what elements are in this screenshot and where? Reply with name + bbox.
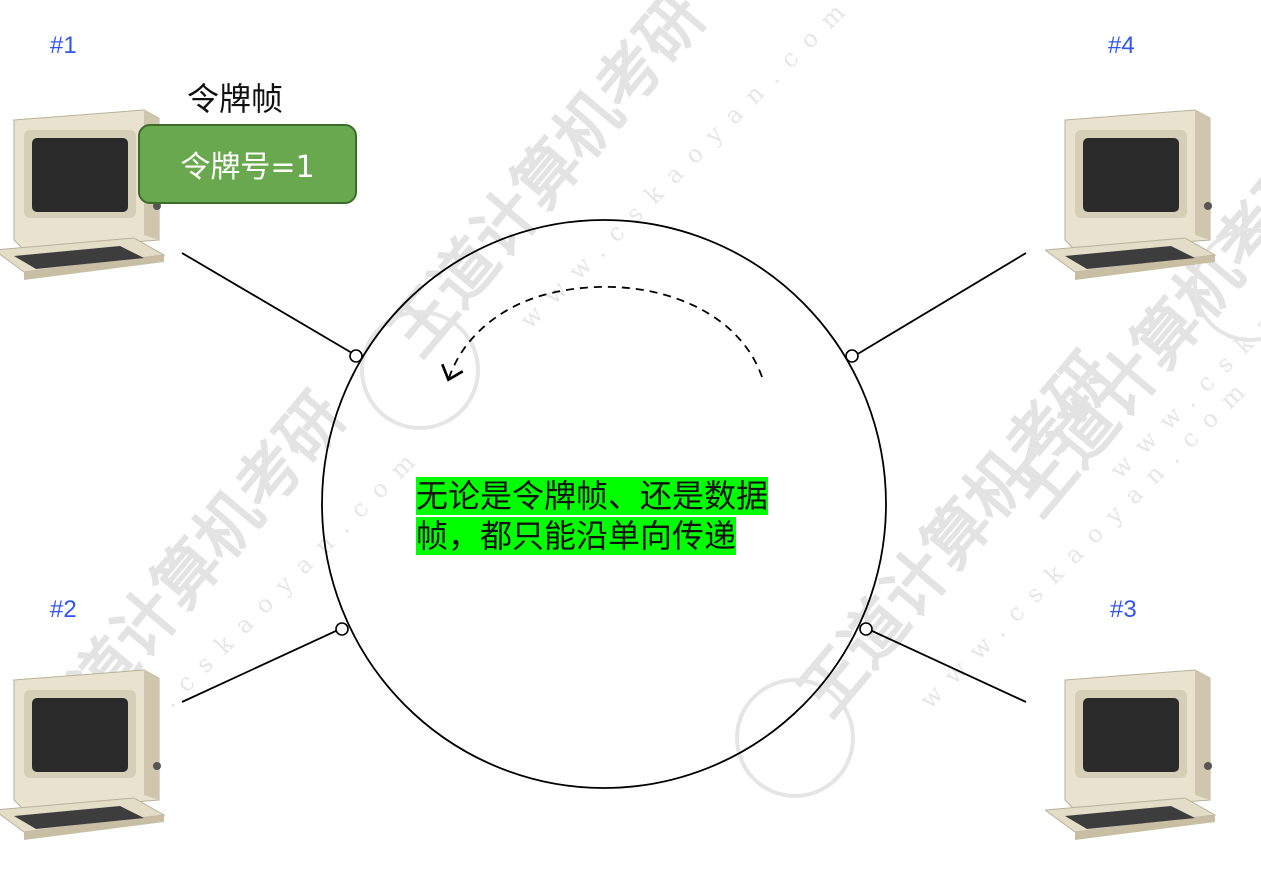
- direction-note-line-2: 帧，都只能沿单向传递: [416, 517, 737, 555]
- tap-station-2: [335, 622, 349, 636]
- watermark-seal-1: [360, 310, 480, 430]
- watermark-seal-2: [735, 678, 855, 798]
- direction-arrow: [441, 285, 763, 382]
- tap-station-3: [859, 622, 873, 636]
- direction-note: 无论是令牌帧、还是数据 帧，都只能沿单向传递: [416, 476, 841, 556]
- watermark-url-1: www.cskaoyan.com: [514, 0, 860, 334]
- station-label-3: #3: [1110, 596, 1137, 623]
- station-label-4: #4: [1108, 32, 1135, 59]
- link-station-4: [855, 252, 1027, 356]
- computer-station-2: [0, 669, 165, 841]
- computer-station-4: [1045, 109, 1216, 281]
- link-station-3: [869, 629, 1027, 703]
- watermark-brand-1: 王道计算机考研: [376, 0, 721, 370]
- computer-station-3: [1045, 669, 1216, 841]
- direction-note-line-1: 无论是令牌帧、还是数据: [416, 477, 769, 515]
- tap-station-1: [349, 349, 363, 363]
- link-station-1: [181, 252, 353, 354]
- link-station-2: [181, 629, 339, 703]
- tap-station-4: [845, 349, 859, 363]
- token-frame-title: 令牌帧: [187, 80, 284, 118]
- station-label-2: #2: [50, 596, 77, 623]
- station-label-1: #1: [50, 32, 77, 59]
- token-frame-box: 令牌号=1: [138, 124, 357, 204]
